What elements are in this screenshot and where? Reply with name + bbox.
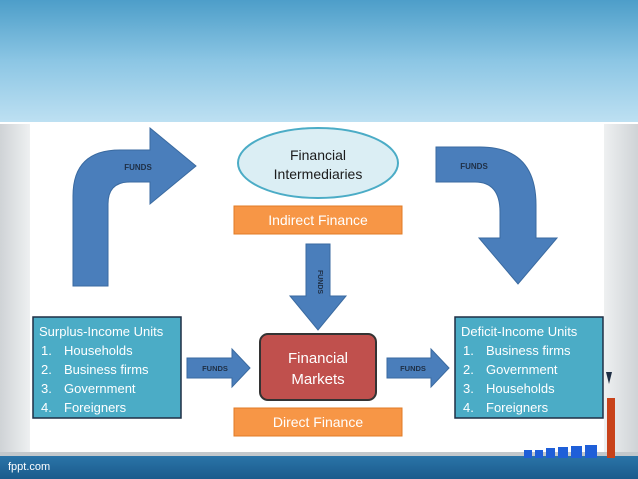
deficit-item-3: Households <box>486 381 555 396</box>
markets-title-line2: Markets <box>291 371 344 388</box>
header-band <box>0 0 638 122</box>
surplus-item-1-num: 1. <box>41 343 52 358</box>
left-silver-border <box>0 124 30 454</box>
right-down-arrow <box>435 146 559 285</box>
intermediaries-title-line1: Financial <box>290 147 346 163</box>
direct-finance-label: Direct Finance <box>273 414 363 430</box>
deficit-item-1-num: 1. <box>463 343 474 358</box>
deficit-item-1: Business firms <box>486 343 571 358</box>
surplus-item-3: Government <box>64 381 136 396</box>
right-horizontal-arrow-label: FUNDS <box>400 364 426 373</box>
right-horizontal-arrow <box>386 347 450 389</box>
left-up-arrow <box>72 126 197 287</box>
surplus-item-4: Foreigners <box>64 400 127 415</box>
decorative-chevron-icon <box>606 372 612 384</box>
decorative-square-icon <box>524 450 532 458</box>
deficit-item-2: Government <box>486 362 558 377</box>
indirect-finance-label-box <box>233 205 403 235</box>
footer-band <box>0 456 638 479</box>
deficit-item-4-num: 4. <box>463 400 474 415</box>
deficit-income-units-node <box>454 316 604 419</box>
footer-stripe <box>0 452 638 456</box>
markets-title-line1: Financial <box>288 350 348 367</box>
decorative-square-icon <box>546 448 555 458</box>
deficit-item-2-num: 2. <box>463 362 474 377</box>
surplus-title: Surplus-Income Units <box>39 324 164 339</box>
surplus-item-4-num: 4. <box>41 400 52 415</box>
direct-finance-label-box <box>233 407 403 437</box>
decorative-square-icon <box>571 446 582 458</box>
surplus-item-1: Households <box>64 343 133 358</box>
intermediaries-title-line2: Intermediaries <box>274 166 363 182</box>
vertical-arrow-label: FUNDS <box>316 270 323 294</box>
decorative-red-bar <box>607 398 615 458</box>
surplus-item-2: Business firms <box>64 362 149 377</box>
indirect-finance-label: Indirect Finance <box>268 212 368 228</box>
decorative-square-icon <box>558 447 568 458</box>
financial-intermediaries-node <box>237 127 399 199</box>
left-horizontal-arrow-label: FUNDS <box>202 364 228 373</box>
decorative-square-icon <box>585 445 597 458</box>
footer-brand-text: fppt.com <box>8 461 51 473</box>
surplus-item-3-num: 3. <box>41 381 52 396</box>
deficit-title: Deficit-Income Units <box>461 324 578 339</box>
deficit-item-4: Foreigners <box>486 400 549 415</box>
deficit-item-3-num: 3. <box>463 381 474 396</box>
right-down-arrow-label: FUNDS <box>460 162 488 171</box>
left-horizontal-arrow <box>186 347 251 389</box>
left-up-arrow-label: FUNDS <box>124 163 152 172</box>
surplus-income-units-node <box>32 316 182 419</box>
financial-markets-node <box>259 333 377 401</box>
surplus-item-2-num: 2. <box>41 362 52 377</box>
decorative-square-icon <box>535 450 543 458</box>
vertical-down-arrow <box>288 243 348 331</box>
